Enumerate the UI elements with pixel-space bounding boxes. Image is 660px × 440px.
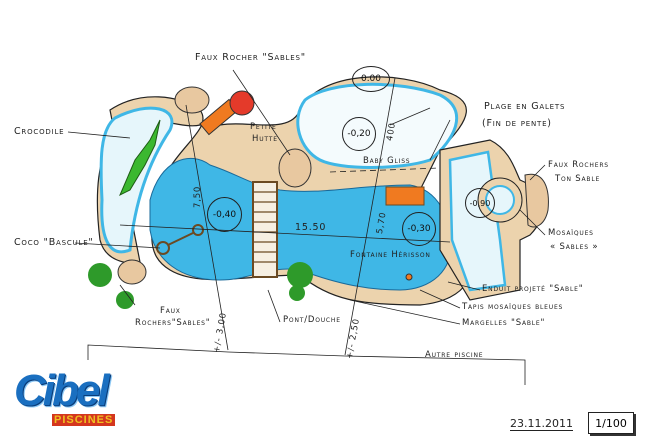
label-pont-douche: Pont/Douche xyxy=(283,315,341,325)
label-faux-rochers-right-2: Ton Sable xyxy=(555,174,601,184)
umbrella-icon xyxy=(229,90,255,116)
label-margelles: Margelles "Sable" xyxy=(462,318,546,328)
label-mosaiques-2: « Sables » xyxy=(550,242,599,252)
label-crocodile: Crocodile xyxy=(14,126,65,137)
depth-0-30: -0,30 xyxy=(402,212,436,246)
crocodile-icon xyxy=(119,119,161,197)
palm-icons xyxy=(88,262,313,309)
fountain-icon xyxy=(405,273,413,281)
label-faux-rochers-bottom-2: Rochers"Sables" xyxy=(135,318,211,328)
label-fontaine: Fontaine Hérisson xyxy=(350,250,431,260)
label-faux-rochers-right-1: Faux Rochers xyxy=(548,160,609,170)
rock-mid xyxy=(278,148,312,188)
label-hutte: Hutte xyxy=(252,134,278,144)
rock-right xyxy=(524,173,549,228)
coco-bascule-icon xyxy=(156,224,204,255)
dimension-length: 15.50 xyxy=(295,222,327,233)
label-coco-bascule: Coco "Bascule" xyxy=(14,237,94,248)
label-mosaiques-1: Mosaïques xyxy=(548,228,594,238)
dimension-width-left: 7,50 xyxy=(193,185,203,208)
dimension-lines xyxy=(67,69,546,385)
plan-date: 23.11.2011 xyxy=(510,417,573,431)
label-plage-1: Plage en Galets xyxy=(484,101,566,112)
label-tapis: Tapis mosaïques bleues xyxy=(462,302,564,312)
logo-name: Cibel xyxy=(14,366,110,415)
cibel-logo: Cibel PISCINES xyxy=(8,366,128,430)
logo-sub: PISCINES xyxy=(52,414,116,426)
depth-0-40: -0,40 xyxy=(207,197,242,232)
depth-0-90: -0,90 xyxy=(465,188,495,218)
label-autre-piscine: Autre piscine xyxy=(425,350,484,360)
label-baby-gliss: Baby Gliss xyxy=(363,156,411,166)
label-enduit: Enduit projeté "Sable" xyxy=(482,284,584,294)
depth-0-00: 0.00 xyxy=(352,66,390,92)
label-plage-2: (Fin de pente) xyxy=(482,118,552,129)
label-faux-rocher-top: Faux Rocher "Sables" xyxy=(195,52,306,63)
label-faux-rochers-bottom-1: Faux xyxy=(160,306,181,316)
label-petite: Petite xyxy=(250,122,277,132)
rock-top xyxy=(174,86,210,114)
baby-gliss-icon xyxy=(385,186,425,206)
depth-0-20: -0,20 xyxy=(342,117,376,151)
bridge-icon xyxy=(252,181,278,278)
plan-scale: 1/100 xyxy=(588,412,634,434)
rock-bottom xyxy=(117,259,147,285)
